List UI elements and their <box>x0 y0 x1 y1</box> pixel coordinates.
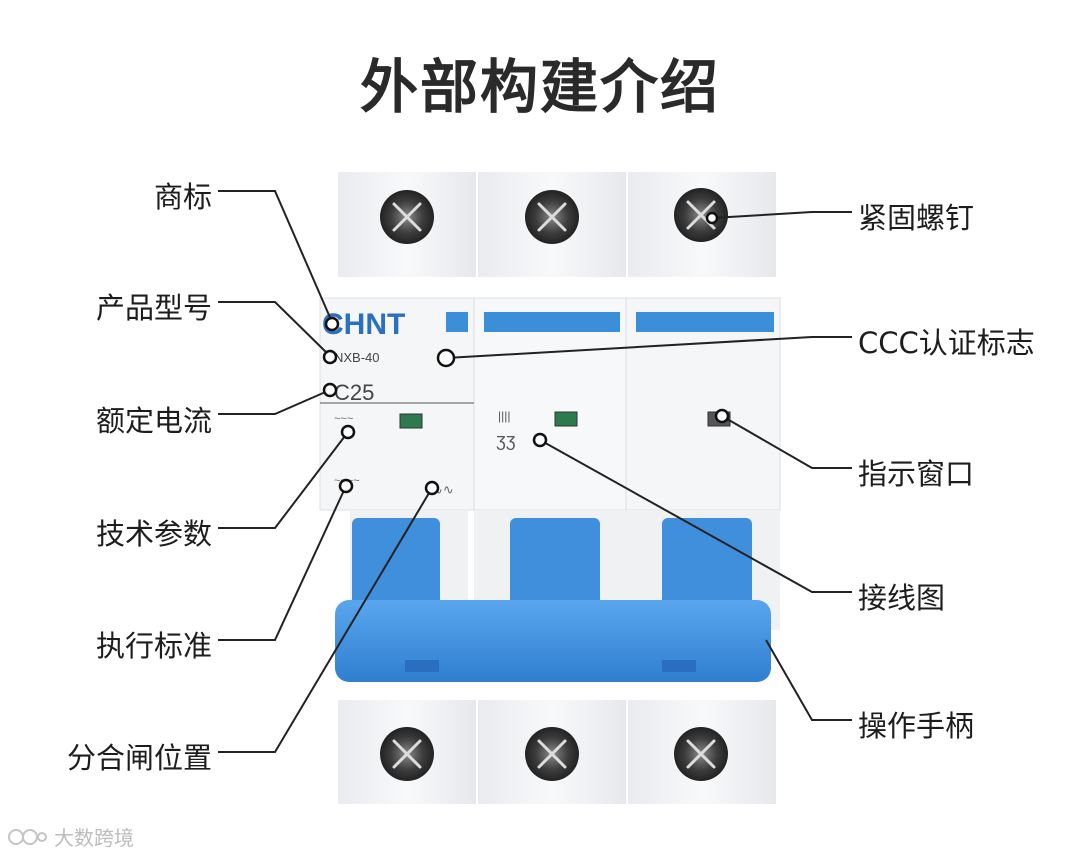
anchor-points <box>322 211 730 496</box>
model-text: NXB-40 <box>334 350 380 365</box>
breaker-body: NXB-40 C25 ~~~ ~~~~ ∿∿ |||| ʒʒ CHNT <box>319 297 781 511</box>
svg-text:||||: |||| <box>498 409 510 423</box>
rating-text: C25 <box>334 380 374 405</box>
svg-text:~~~: ~~~ <box>334 413 353 425</box>
screw-icon <box>380 188 728 781</box>
label-product-model: 产品型号 <box>95 291 212 325</box>
label-open-close-position: 分合闸位置 <box>66 741 212 775</box>
label-technical-parameters: 技术参数 <box>95 517 212 551</box>
watermark-logo-icon <box>8 828 47 845</box>
label-ccc-mark: CCC认证标志 <box>858 326 1035 360</box>
label-rated-current: 额定电流 <box>95 404 212 438</box>
bottom-terminal-block <box>338 700 776 804</box>
label-indicator-window: 指示窗口 <box>858 457 975 491</box>
watermark-text: 大数跨境 <box>54 826 134 850</box>
label-execution-standard: 执行标准 <box>95 629 212 663</box>
page-title: 外部构建介绍 <box>359 53 720 121</box>
label-fastening-screw: 紧固螺钉 <box>858 201 975 235</box>
svg-text:ʒʒ: ʒʒ <box>496 430 516 450</box>
leader-lines <box>218 190 852 753</box>
label-operating-handle: 操作手柄 <box>858 709 975 743</box>
label-trademark: 商标 <box>153 180 212 214</box>
label-wiring-diagram: 接线图 <box>858 581 946 615</box>
watermark: 大数跨境 <box>8 822 134 851</box>
operating-handle <box>335 510 780 682</box>
